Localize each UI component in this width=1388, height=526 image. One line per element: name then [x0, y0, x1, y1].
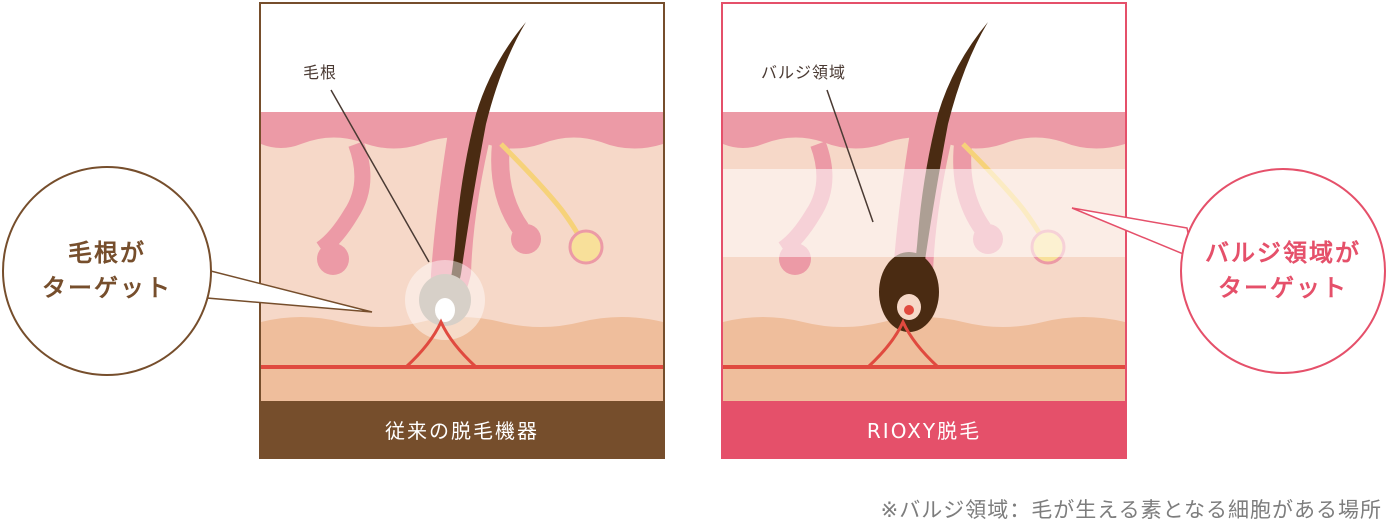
footnote: ※バルジ領域：毛が生える素となる細胞がある場所 — [880, 498, 1382, 522]
skin-cross-section-right — [723, 4, 1125, 403]
right-panel: バルジ領域 RIOXY脱毛 — [721, 2, 1127, 459]
bubble-right-line-2: ターゲット — [1218, 274, 1348, 302]
caption-rioxy-text: RIOXY脱毛 — [866, 418, 982, 443]
label-hair-root: 毛根 — [303, 63, 338, 82]
left-panel: 毛根 従来の脱毛機器 — [259, 2, 665, 459]
bubble-hair-root-target: 毛根が ターゲット — [2, 166, 212, 376]
bubble-bulge-target: バルジ領域が ターゲット — [1180, 168, 1386, 374]
skin-cross-section-left — [261, 4, 663, 403]
bubble-right-line-1: バルジ領域が — [1205, 239, 1361, 268]
bubble-left-line-1: 毛根が — [68, 239, 146, 268]
caption-rioxy: RIOXY脱毛 — [723, 401, 1125, 457]
caption-conventional-text: 従来の脱毛機器 — [385, 418, 539, 443]
caption-conventional: 従来の脱毛機器 — [261, 401, 663, 457]
bubble-left-line-2: ターゲット — [42, 274, 172, 302]
label-bulge-region: バルジ領域 — [761, 63, 847, 82]
